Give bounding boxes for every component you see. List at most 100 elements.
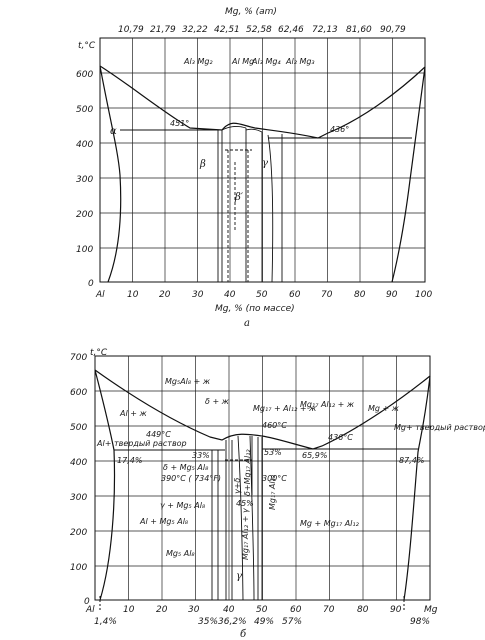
label-beta: β [199, 159, 206, 170]
y-tick: 100 [70, 563, 87, 573]
diagram-b: t,°C 700 600 500 400 300 200 100 0 Al 10… [70, 348, 485, 640]
label-al2mg3: Al₂ Mg₃ [285, 57, 315, 66]
bottom-percent: 35% [198, 617, 218, 627]
diagram-a-y-title: t,°C [78, 41, 96, 51]
y-tick: 200 [76, 210, 93, 220]
top-tick: 62,46 [278, 25, 304, 35]
y-tick: 200 [70, 528, 87, 538]
x-tick: 50 [256, 605, 268, 615]
top-tick: 42,51 [214, 25, 240, 35]
label-delta-mg17al12: δ+Mg₁₇ Al₁₂ [243, 449, 252, 496]
top-tick: 81,60 [346, 25, 372, 35]
top-tick: 32,22 [182, 25, 208, 35]
x-tick: 80 [354, 290, 366, 300]
diagram-a-x-ticks: Al 10 20 30 40 50 60 70 80 90 100 [95, 290, 432, 300]
label-mg5al8: Mg₅ Al₈ [166, 549, 195, 558]
y-tick: 500 [76, 105, 93, 115]
x-tick: 70 [321, 290, 333, 300]
label-mg17al12-liquid-b: Mg₁₇ Al₁₂ + ж [300, 400, 355, 409]
top-tick: 21,79 [150, 25, 176, 35]
label-al3mg4: Al₃ Mg₄ [251, 57, 281, 66]
label-alpha: α [110, 126, 117, 137]
y-tick: 700 [70, 353, 87, 363]
diagram-a-solvus-left [99, 65, 122, 283]
label-gamma-delta: γ+δ [233, 478, 242, 494]
x-tick: 40 [223, 605, 235, 615]
label-gamma: γ [236, 571, 242, 582]
y-tick: 400 [76, 140, 93, 150]
x-tick: 10 [127, 290, 139, 300]
diagram-b-y-title: t,°C [90, 348, 108, 358]
label-al-mg5al8: Al + Mg₅ Al₈ [139, 517, 189, 526]
label-mg17al12-gamma: Mg₁₇ Al₁₂ + γ [241, 507, 250, 560]
value-t-436: 436°C [328, 433, 353, 442]
y-tick: 300 [76, 175, 93, 185]
top-tick: 10,79 [118, 25, 144, 35]
x-tick: 30 [188, 605, 200, 615]
value-t-449: 449°C [146, 430, 171, 439]
label-mg-solid: Mg+ твердый раствор [394, 423, 485, 432]
label-436: 436° [330, 125, 349, 134]
diagram-b-liquidus [94, 369, 431, 450]
diagram-b-grid [95, 356, 430, 600]
label-mg-liquid: Mg + ж [368, 404, 400, 413]
y-tick: 600 [70, 388, 87, 398]
value-p-17-4: 17,4% [117, 456, 142, 465]
label-451: 451° [170, 119, 189, 128]
diagram-b-x-ticks: Al 10 20 30 40 50 60 70 80 90 Mg [85, 605, 438, 615]
top-tick: 72,13 [312, 25, 338, 35]
label-mg17al12-liquid-a: Mg₁₇ + Al₁₂ + ж [253, 404, 317, 413]
diagram-b-gamma-lines [237, 435, 255, 601]
diagram-a: Mg, % (am) 10,79 21,79 32,22 42,51 52,58… [76, 7, 432, 329]
label-al-solid: Al+ твердый раствор [96, 439, 187, 448]
value-p-87-4: 87,4% [399, 456, 424, 465]
bottom-percent: 98% [410, 617, 430, 627]
y-tick: 100 [76, 245, 93, 255]
diagram-a-dome-b [245, 128, 263, 133]
label-mg-mg17al12: Mg + Mg₁₇ Al₁₂ [300, 519, 360, 528]
label-delta-mg5al8: δ + Mg₅ Al₈ [163, 463, 209, 472]
label-al3mg2: Al₃ Mg₂ [183, 57, 213, 66]
x-tick: 40 [224, 290, 236, 300]
diagram-a-solvus-right [391, 66, 426, 283]
label-almg: Al Mg [231, 57, 254, 66]
bottom-percent: 49% [254, 617, 274, 627]
x-tick: 90 [390, 605, 402, 615]
diagram-a-y-ticks: 700 600 500 400 300 200 100 0 [76, 70, 94, 289]
diagram-b-solvus-left [94, 369, 116, 601]
label-beta-prime: β′ [234, 192, 244, 203]
label-al-liquid: Al + ж [119, 409, 147, 418]
diagram-a-dome [221, 125, 247, 131]
x-tick: Al [95, 290, 105, 300]
diagram-a-top-axis-title: Mg, % (am) [225, 7, 277, 17]
x-tick: 20 [156, 605, 168, 615]
label-temp-390: 390°C ( 734°F) [161, 474, 221, 483]
y-tick: 0 [84, 597, 90, 607]
value-p-33: 33% [192, 451, 210, 460]
value-t-300: 300°C [262, 474, 287, 483]
bottom-percent: 57% [282, 617, 302, 627]
y-tick: 400 [70, 458, 87, 468]
x-tick: 100 [415, 290, 432, 300]
value-p-45: 45% [236, 499, 254, 508]
x-tick: 10 [123, 605, 135, 615]
diagram-b-y-ticks: 700 600 500 400 300 200 100 0 [70, 353, 90, 607]
diagram-b-caption: б [240, 629, 247, 640]
value-p-65-9: 65,9% [302, 451, 327, 460]
x-tick: 20 [159, 290, 171, 300]
diagram-b-mg17al12-lines [251, 436, 263, 600]
y-tick: 600 [76, 70, 93, 80]
value-t-460: 460°C [262, 421, 287, 430]
top-tick: 90,79 [380, 25, 406, 35]
diagram-a-liquidus [99, 65, 426, 139]
value-p-53: 53% [264, 448, 282, 457]
bottom-percent: 36,2% [218, 617, 247, 627]
label-mg5al8-liquid: Mg₅Al₈ + ж [165, 377, 211, 386]
x-tick: Al [85, 605, 95, 615]
diagram-a-gamma-boundary [267, 134, 274, 283]
diagram-b-bottom-percents: 1,4% 35% 36,2% 49% 57% 98% [94, 617, 430, 627]
x-tick: 90 [386, 290, 398, 300]
label-gamma: γ [262, 158, 268, 169]
x-tick: 60 [289, 290, 301, 300]
